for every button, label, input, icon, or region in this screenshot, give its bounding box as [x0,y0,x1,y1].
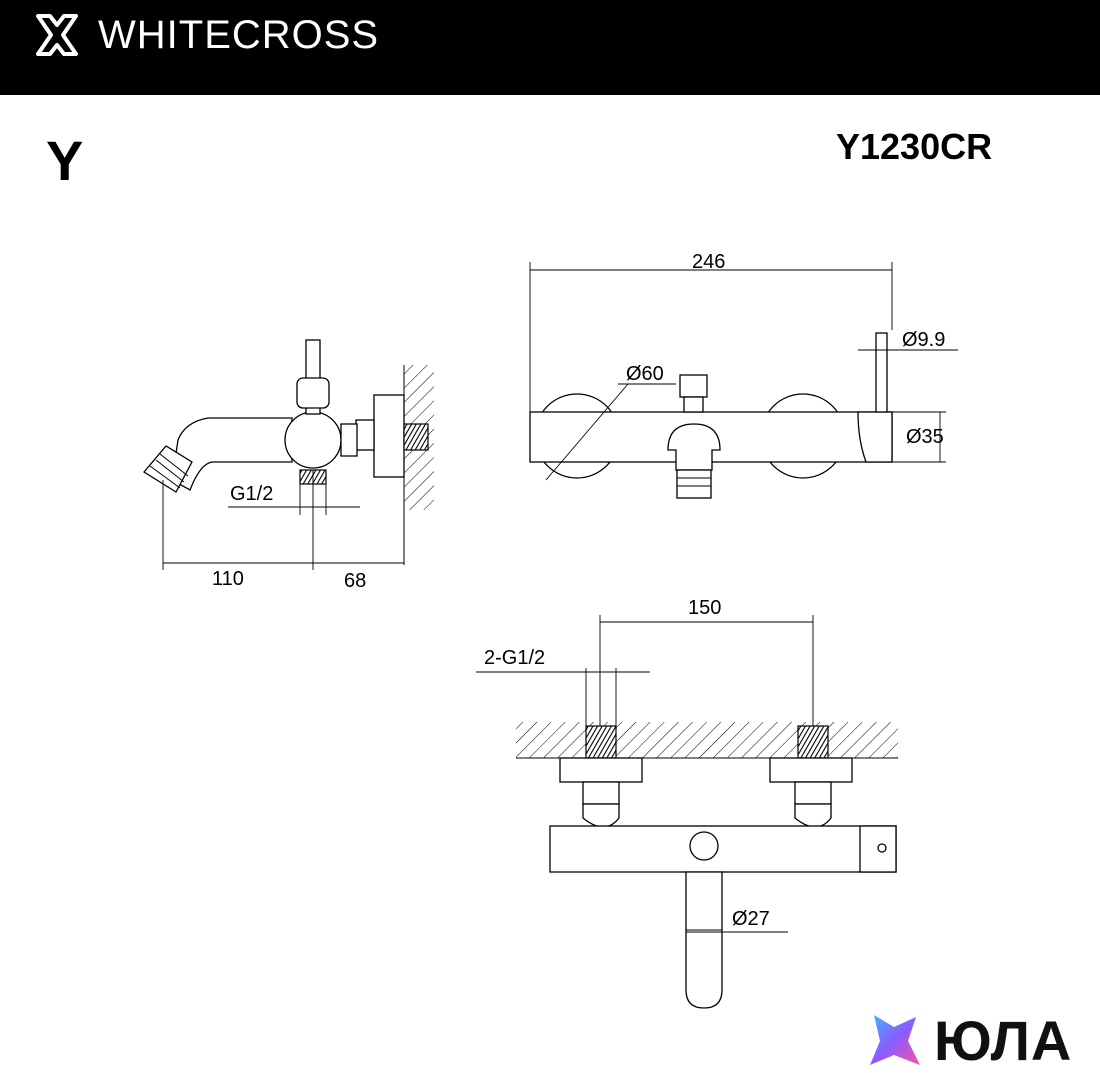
threaded-pipe-left [585,725,617,759]
series-label: Y [46,129,84,192]
side-view: G1/2 110 68 [143,339,434,592]
dim-150: 150 [688,597,721,619]
dim-d60: Ø60 [626,363,664,385]
mixer-body [284,411,342,469]
dim-d35: Ø35 [906,426,944,448]
wall-hatch-bottom [516,722,898,758]
spout-front [667,423,721,471]
dim-110: 110 [212,568,244,590]
dim-246: 246 [692,251,725,273]
threaded-pipe [403,423,429,451]
dim-68: 68 [344,570,366,592]
seller-name: ЮЛА [934,1009,1073,1072]
threaded-pipe-right [797,725,829,759]
brand-header: WHITECROSS [0,0,1100,95]
front-view: 246 Ø60 Ø9.9 Ø35 [529,251,958,499]
brand-logo: WHITECROSS [30,10,379,60]
diverter-knob-bottom [689,831,719,861]
cross-logo-icon [36,14,78,56]
dim-2-g12: 2-G1/2 [484,647,545,669]
bottom-view: 150 2-G1/2 Ø27 [476,597,898,1009]
mixer-bar-bottom [549,825,897,873]
dim-d9-9: Ø9.9 [902,329,945,351]
diverter-knob [679,374,708,398]
seller-star-icon [870,1014,920,1065]
model-number: Y1230CR [836,126,993,167]
wall-flange [373,394,405,478]
spout [171,417,293,491]
spout-bottom [685,871,723,1009]
dim-d27: Ø27 [732,908,770,930]
brand-name: WHITECROSS [98,12,380,57]
dim-g12: G1/2 [230,483,273,505]
lever-handle-front [875,332,888,413]
seller-logo: ЮЛА [864,1008,1072,1073]
